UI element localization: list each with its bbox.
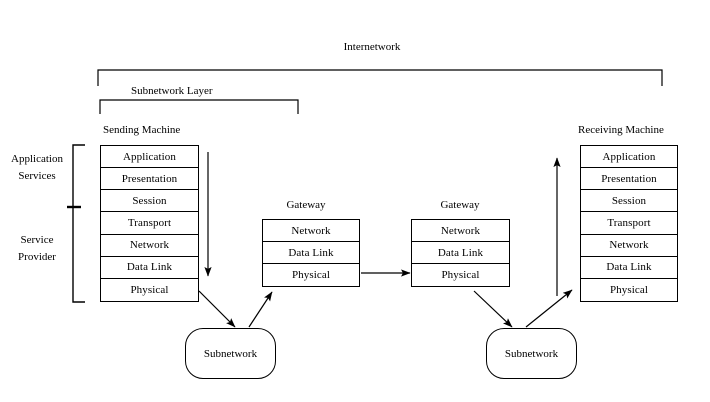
service-provider-line-2: Provider xyxy=(18,251,56,263)
gateway-right-layer-physical: Physical xyxy=(412,264,509,286)
gateway-left-caption: Gateway xyxy=(286,199,326,211)
receiving-machine-layer-transport: Transport xyxy=(581,212,677,235)
gateway-left-layer-physical: Physical xyxy=(263,264,359,286)
sending-machine-layer-data-link: Data Link xyxy=(101,256,198,279)
receiving-machine-layer-presentation: Presentation xyxy=(581,168,677,191)
arrow-gateway-right-to-subnetwork-right xyxy=(473,290,513,328)
sending-machine-layer-transport: Transport xyxy=(101,212,198,235)
service-grouping-bracket xyxy=(67,144,85,303)
gateway-right-caption: Gateway xyxy=(440,199,480,211)
subnetwork-layer-label: Subnetwork Layer xyxy=(131,85,213,97)
receiving-machine-layer-data-link: Data Link xyxy=(581,256,677,279)
gateway-left-layer-network: Network xyxy=(263,220,359,242)
gateway-right-layer-network: Network xyxy=(412,220,509,242)
subnetwork-right-label: Subnetwork xyxy=(504,347,559,360)
gateway-right-layer-data-link: Data Link xyxy=(412,242,509,264)
sending-machine-layer-session: Session xyxy=(101,190,198,213)
sending-machine-layer-network: Network xyxy=(101,234,198,257)
sending-machine-layer-physical: Physical xyxy=(101,278,198,301)
service-provider-line-1: Service xyxy=(20,234,54,246)
sending-machine-layer-presentation: Presentation xyxy=(101,168,198,191)
application-services-label: Application Services xyxy=(2,151,72,185)
application-services-line-1: Application xyxy=(11,153,63,165)
application-services-line-2: Services xyxy=(18,170,56,182)
sending-machine-caption: Sending Machine xyxy=(103,124,181,136)
sending-machine-layer-application: Application xyxy=(101,146,198,169)
gateway-left-layer-data-link: Data Link xyxy=(263,242,359,264)
receiving-machine-layer-network: Network xyxy=(581,234,677,257)
subnetwork-layer-bracket xyxy=(99,99,299,114)
receiving-machine-layer-physical: Physical xyxy=(581,278,677,301)
receiving-machine-layer-session: Session xyxy=(581,190,677,213)
internetwork-label: Internetwork xyxy=(343,41,401,53)
internetwork-bracket xyxy=(97,69,663,86)
receiving-machine-caption: Receiving Machine xyxy=(578,124,664,136)
arrow-subnetwork-left-to-gateway-left xyxy=(248,291,273,328)
receiving-machine-layer-application: Application xyxy=(581,146,677,169)
service-provider-label: Service Provider xyxy=(2,232,72,266)
arrow-sending-to-subnetwork-left xyxy=(198,290,236,328)
subnetwork-left: Subnetwork xyxy=(185,328,276,379)
arrow-subnetwork-right-to-receiving xyxy=(525,289,573,328)
subnetwork-right: Subnetwork xyxy=(486,328,577,379)
subnetwork-left-label: Subnetwork xyxy=(203,347,258,360)
